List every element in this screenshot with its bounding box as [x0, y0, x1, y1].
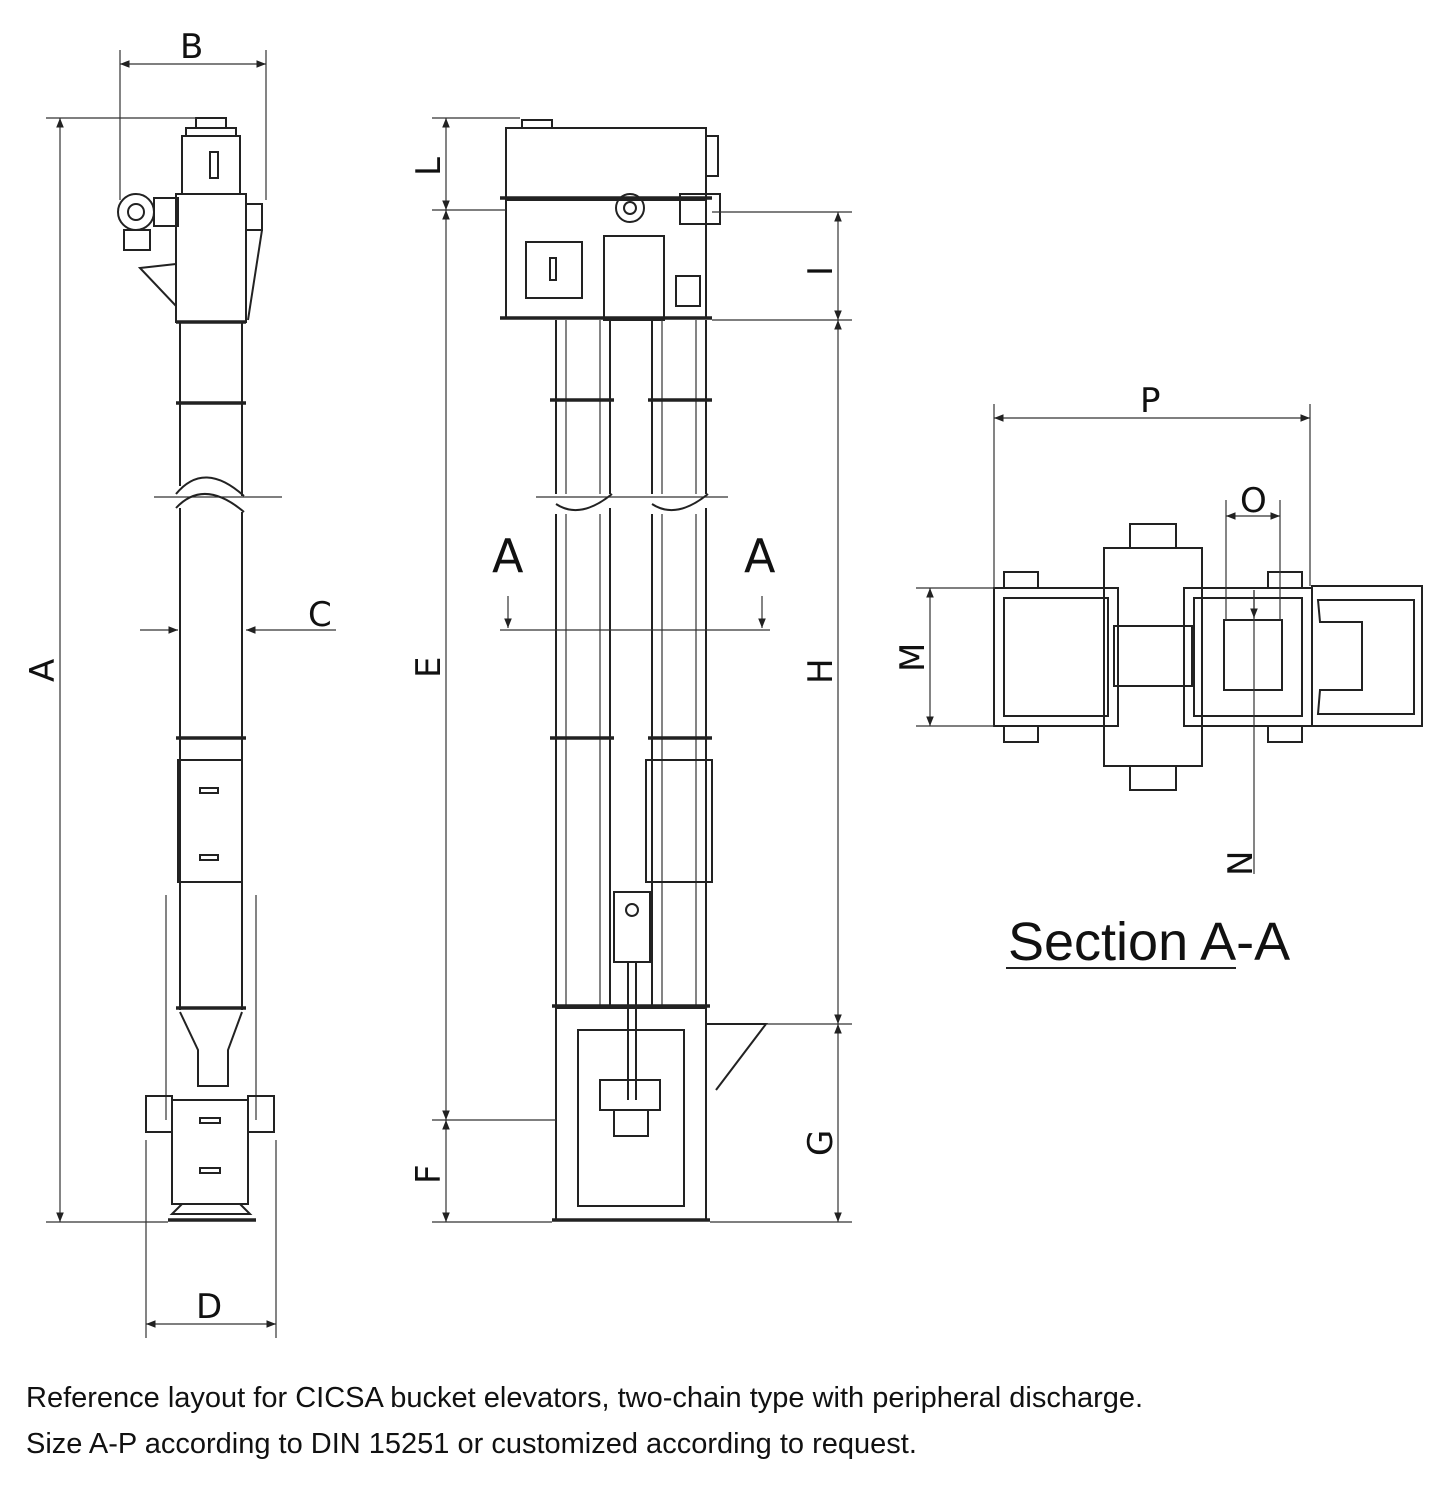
label-n: N [1221, 851, 1261, 876]
caption-line-1: Reference layout for CICSA bucket elevat… [26, 1382, 1144, 1414]
section-marker-right: A [744, 529, 776, 583]
section-title: Section A-A [1008, 912, 1290, 972]
label-a: A [23, 659, 63, 682]
side-view [117, 117, 282, 1222]
label-d: D [196, 1287, 222, 1327]
label-l: L [409, 157, 449, 176]
label-o: O [1240, 481, 1267, 521]
label-m: M [893, 643, 933, 672]
label-b: B [180, 27, 203, 67]
label-f: F [409, 1164, 449, 1184]
label-h: H [801, 658, 841, 684]
section-view [993, 523, 1423, 791]
label-c: C [308, 595, 332, 635]
label-i: I [801, 266, 841, 276]
label-e: E [409, 657, 449, 678]
section-marker-left: A [492, 529, 524, 583]
dimensions [46, 50, 1311, 1338]
front-view [500, 119, 769, 1222]
label-g: G [801, 1130, 841, 1156]
dimension-labels: B A C D L E F I H G P O M N A A Section … [23, 27, 1290, 1327]
label-p: P [1140, 381, 1161, 421]
caption-line-2: Size A-P according to DIN 15251 or custo… [26, 1428, 917, 1460]
